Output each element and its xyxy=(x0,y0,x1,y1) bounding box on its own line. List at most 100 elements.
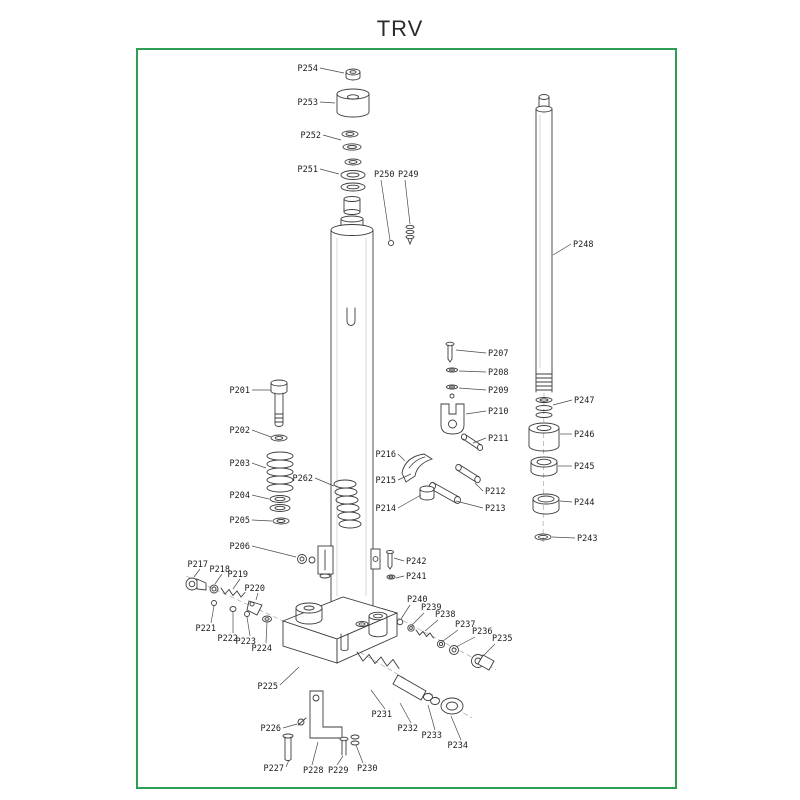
leader-line-P248 xyxy=(552,243,572,256)
part-label-P208: P208 xyxy=(488,368,508,378)
leader-line-P238 xyxy=(424,619,439,632)
spring-p262 xyxy=(333,479,362,529)
part-label-P254: P254 xyxy=(298,64,318,74)
part-label-P244: P244 xyxy=(574,498,594,508)
part-label-P231: P231 xyxy=(372,710,392,720)
part-label-P230: P230 xyxy=(357,764,377,774)
leader-line-P204 xyxy=(251,494,270,500)
leader-line-P226 xyxy=(282,723,298,729)
part-label-P220: P220 xyxy=(245,584,265,594)
part-label-P214: P214 xyxy=(376,504,396,514)
part-label-P221: P221 xyxy=(196,624,216,634)
part-label-P203: P203 xyxy=(230,459,250,469)
part-label-P262: P262 xyxy=(293,474,313,484)
leader-line-P237 xyxy=(442,629,459,642)
part-label-P236: P236 xyxy=(472,627,492,637)
part-label-P241: P241 xyxy=(406,572,426,582)
part-label-P248: P248 xyxy=(573,240,593,250)
leader-line-P214 xyxy=(397,494,422,509)
leader-line-P232 xyxy=(399,702,412,724)
part-label-P227: P227 xyxy=(264,764,284,774)
part-label-P252: P252 xyxy=(301,131,321,141)
leader-line-P229 xyxy=(336,755,344,766)
leader-line-P216 xyxy=(397,453,406,462)
leader-line-P233 xyxy=(427,704,436,731)
pump-pivot-bracket xyxy=(317,545,334,575)
leader-line-P203 xyxy=(251,462,267,469)
leader-line-P231 xyxy=(370,689,386,710)
leader-line-P218 xyxy=(214,573,223,585)
leader-line-P242 xyxy=(393,557,405,562)
screw-p242 xyxy=(386,549,394,570)
release-valve-train xyxy=(185,577,272,623)
lever-p216 xyxy=(401,453,434,483)
base-assembly xyxy=(281,596,399,664)
part-label-P245: P245 xyxy=(574,462,594,472)
part-label-P217: P217 xyxy=(188,560,208,570)
leader-line-P212 xyxy=(474,482,484,492)
leader-line-P253 xyxy=(319,101,336,104)
leader-line-P254 xyxy=(319,67,345,74)
leader-line-P205 xyxy=(251,519,273,522)
bottom-parts xyxy=(282,618,495,761)
leader-line-P224 xyxy=(265,621,268,644)
part-label-P238: P238 xyxy=(435,610,455,620)
foot-bracket-p228 xyxy=(309,690,343,739)
diagram-frame xyxy=(136,48,677,789)
spring-p238 xyxy=(415,629,434,639)
part-label-P243: P243 xyxy=(577,534,597,544)
leader-line-P221 xyxy=(210,605,215,624)
part-label-P242: P242 xyxy=(406,557,426,567)
leader-line-P251 xyxy=(319,168,340,175)
part-label-P237: P237 xyxy=(455,620,475,630)
leader-line-P207 xyxy=(455,349,487,354)
part-label-P225: P225 xyxy=(258,682,278,692)
part-label-P209: P209 xyxy=(488,386,508,396)
leader-line-P240 xyxy=(400,604,411,620)
leader-line-P244 xyxy=(559,500,573,503)
part-label-P206: P206 xyxy=(230,542,250,552)
release-rod-parts xyxy=(266,379,316,564)
pump-cap-p234 xyxy=(440,697,464,715)
screw-p250 xyxy=(387,239,395,247)
part-label-P210: P210 xyxy=(488,407,508,417)
part-label-P228: P228 xyxy=(303,766,323,776)
part-label-P235: P235 xyxy=(492,634,512,644)
leader-line-P235 xyxy=(481,643,496,658)
part-label-P216: P216 xyxy=(376,450,396,460)
part-label-P205: P205 xyxy=(230,516,250,526)
part-label-P222: P222 xyxy=(218,634,238,644)
leader-line-P249 xyxy=(404,179,411,225)
part-label-P250: P250 xyxy=(374,170,394,180)
leader-line-P206 xyxy=(251,545,297,558)
part-label-P234: P234 xyxy=(448,741,468,751)
leader-line-P252 xyxy=(322,134,342,141)
part-label-P207: P207 xyxy=(488,349,508,359)
part-label-P246: P246 xyxy=(574,430,594,440)
leader-line-P239 xyxy=(411,612,425,626)
pump-handle-rod xyxy=(528,94,560,541)
part-label-P249: P249 xyxy=(398,170,418,180)
leader-line-P209 xyxy=(458,387,487,391)
main-cylinder xyxy=(317,196,415,611)
ball-p240 xyxy=(396,618,404,626)
leader-line-P228 xyxy=(311,741,319,766)
part-label-P251: P251 xyxy=(298,165,318,175)
leader-line-P223 xyxy=(246,616,251,637)
page-title: TRV xyxy=(376,16,424,41)
part-label-P201: P201 xyxy=(230,386,250,396)
leader-line-P215 xyxy=(397,473,412,481)
part-label-P219: P219 xyxy=(228,570,248,580)
washer-p241 xyxy=(386,574,396,580)
pump-linkage xyxy=(401,341,484,504)
leader-line-P211 xyxy=(472,437,487,444)
part-label-P204: P204 xyxy=(230,491,250,501)
part-label-P229: P229 xyxy=(328,766,348,776)
leader-line-P236 xyxy=(455,636,476,648)
spring-screw-p249 xyxy=(405,224,415,246)
spring-p231 xyxy=(356,651,400,669)
part-label-P240: P240 xyxy=(407,595,427,605)
leader-line-P219 xyxy=(232,578,241,590)
